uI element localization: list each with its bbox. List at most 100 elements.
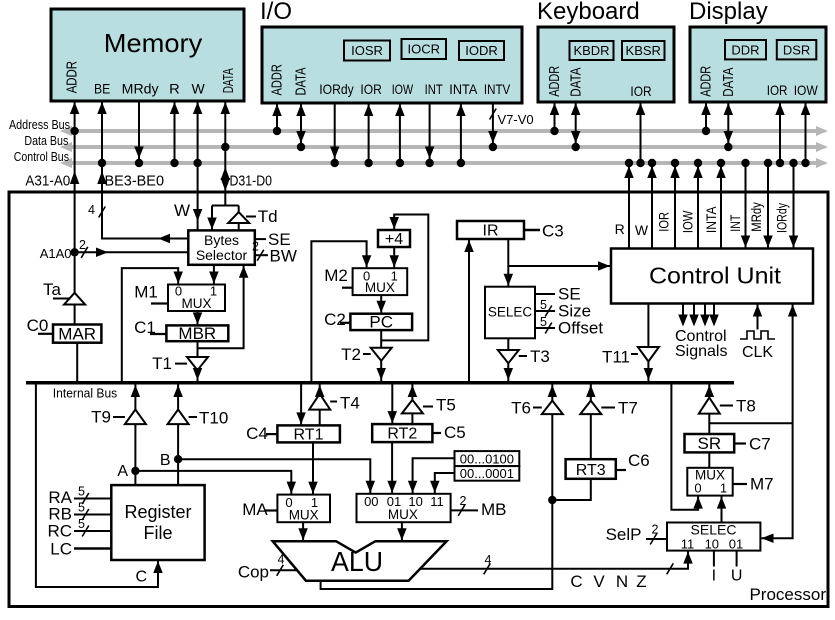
svg-text:IOR: IOR: [767, 82, 788, 98]
svg-text:M7: M7: [750, 475, 774, 494]
svg-text:SELEC: SELEC: [488, 305, 533, 320]
svg-text:CLK: CLK: [742, 344, 773, 361]
svg-text:11: 11: [430, 494, 444, 509]
svg-text:IOCR: IOCR: [408, 42, 441, 57]
svg-text:File: File: [143, 523, 172, 543]
svg-text:MAR: MAR: [58, 325, 96, 344]
svg-text:A31-A0: A31-A0: [25, 174, 70, 190]
svg-text:MBR: MBR: [178, 324, 216, 343]
svg-text:C2: C2: [324, 310, 346, 329]
svg-text:SR: SR: [697, 434, 721, 453]
svg-text:SE: SE: [558, 285, 581, 304]
svg-text:IR: IR: [483, 223, 499, 240]
svg-text:T7: T7: [618, 399, 638, 418]
svg-text:0: 0: [285, 495, 292, 510]
svg-text:INTV: INTV: [484, 81, 511, 97]
svg-text:01: 01: [387, 494, 401, 509]
svg-text:RA: RA: [48, 488, 72, 507]
svg-text:C4: C4: [246, 424, 268, 443]
svg-text:R: R: [169, 81, 180, 97]
svg-text:DDR: DDR: [731, 42, 759, 57]
svg-text:5: 5: [540, 298, 547, 312]
svg-text:M2: M2: [324, 266, 348, 285]
svg-text:B: B: [160, 452, 171, 469]
svg-text:Cop: Cop: [238, 563, 269, 582]
svg-text:MA: MA: [242, 500, 268, 519]
svg-text:MRdy: MRdy: [748, 202, 764, 232]
svg-text:INTA: INTA: [703, 206, 719, 233]
svg-text:4: 4: [485, 553, 492, 567]
svg-text:Address Bus: Address Bus: [9, 118, 70, 132]
svg-text:C7: C7: [749, 435, 771, 454]
svg-text:I: I: [712, 568, 716, 585]
svg-text:IOW: IOW: [794, 82, 819, 98]
svg-text:ADDR: ADDR: [547, 66, 563, 97]
svg-text:MUX: MUX: [695, 468, 725, 483]
svg-text:01: 01: [729, 537, 743, 552]
svg-text:INT: INT: [727, 214, 743, 231]
svg-text:5: 5: [78, 517, 85, 531]
svg-text:MUX: MUX: [289, 508, 319, 523]
svg-text:5: 5: [78, 485, 85, 499]
svg-text:DATA: DATA: [221, 68, 237, 93]
svg-text:W: W: [174, 201, 190, 220]
svg-text:Register: Register: [124, 502, 191, 522]
svg-text:00...0001: 00...0001: [460, 466, 514, 481]
svg-text:N: N: [616, 572, 628, 591]
svg-text:C6: C6: [628, 451, 650, 470]
svg-text:T3: T3: [530, 347, 550, 366]
svg-text:Size: Size: [558, 302, 591, 321]
svg-text:0: 0: [363, 269, 370, 284]
svg-text:ALU: ALU: [331, 546, 383, 577]
svg-text:IORdy: IORdy: [319, 81, 354, 97]
svg-text:W: W: [192, 81, 206, 97]
svg-text:KBDR: KBDR: [573, 43, 609, 58]
svg-text:Offset: Offset: [558, 319, 603, 338]
svg-text:D31-D0: D31-D0: [230, 174, 273, 190]
svg-text:PC: PC: [369, 313, 393, 332]
svg-text:T10: T10: [199, 409, 228, 428]
svg-text:ADDR: ADDR: [65, 61, 81, 93]
svg-text:RT1: RT1: [294, 427, 324, 444]
svg-text:LC: LC: [50, 540, 72, 559]
svg-text:V7-V0: V7-V0: [498, 112, 534, 127]
svg-text:C: C: [135, 569, 147, 586]
svg-text:C1: C1: [134, 318, 156, 337]
svg-text:2: 2: [79, 238, 86, 252]
svg-text:SE: SE: [268, 230, 291, 249]
svg-text:5: 5: [540, 315, 547, 329]
svg-text:MRdy: MRdy: [122, 81, 159, 97]
svg-text:IOW: IOW: [679, 210, 695, 233]
svg-text:Control Unit: Control Unit: [649, 263, 781, 289]
svg-text:Selector: Selector: [196, 247, 248, 263]
svg-text:RC: RC: [47, 522, 72, 541]
svg-text:SELEC: SELEC: [691, 522, 737, 538]
svg-text:T5: T5: [436, 396, 456, 415]
svg-text:C3: C3: [542, 222, 564, 241]
svg-text:T4: T4: [340, 394, 360, 413]
svg-text:T1: T1: [152, 354, 172, 373]
svg-text:Data Bus: Data Bus: [24, 134, 68, 148]
svg-text:MUX: MUX: [365, 280, 395, 295]
svg-text:KBSR: KBSR: [626, 43, 661, 58]
svg-text:00: 00: [364, 494, 378, 509]
svg-text:Keyboard: Keyboard: [537, 0, 640, 25]
svg-text:10: 10: [408, 494, 422, 509]
svg-text:BW: BW: [270, 247, 297, 266]
svg-text:MUX: MUX: [388, 507, 418, 522]
svg-text:MUX: MUX: [182, 296, 212, 311]
svg-text:I/O: I/O: [260, 0, 292, 25]
svg-text:ADDR: ADDR: [270, 64, 286, 95]
svg-text:IOR: IOR: [630, 83, 651, 99]
svg-text:T8: T8: [736, 397, 756, 416]
svg-text:T11: T11: [602, 348, 630, 367]
svg-text:ADDR: ADDR: [699, 66, 715, 97]
svg-text:Z: Z: [636, 572, 646, 591]
svg-text:1: 1: [720, 481, 727, 496]
svg-text:00...0100: 00...0100: [460, 451, 514, 466]
svg-text:4: 4: [88, 203, 95, 217]
svg-text:Ta: Ta: [43, 280, 62, 299]
svg-text:Td: Td: [258, 207, 278, 226]
svg-text:A1A0: A1A0: [40, 246, 72, 261]
svg-text:C0: C0: [27, 316, 49, 335]
